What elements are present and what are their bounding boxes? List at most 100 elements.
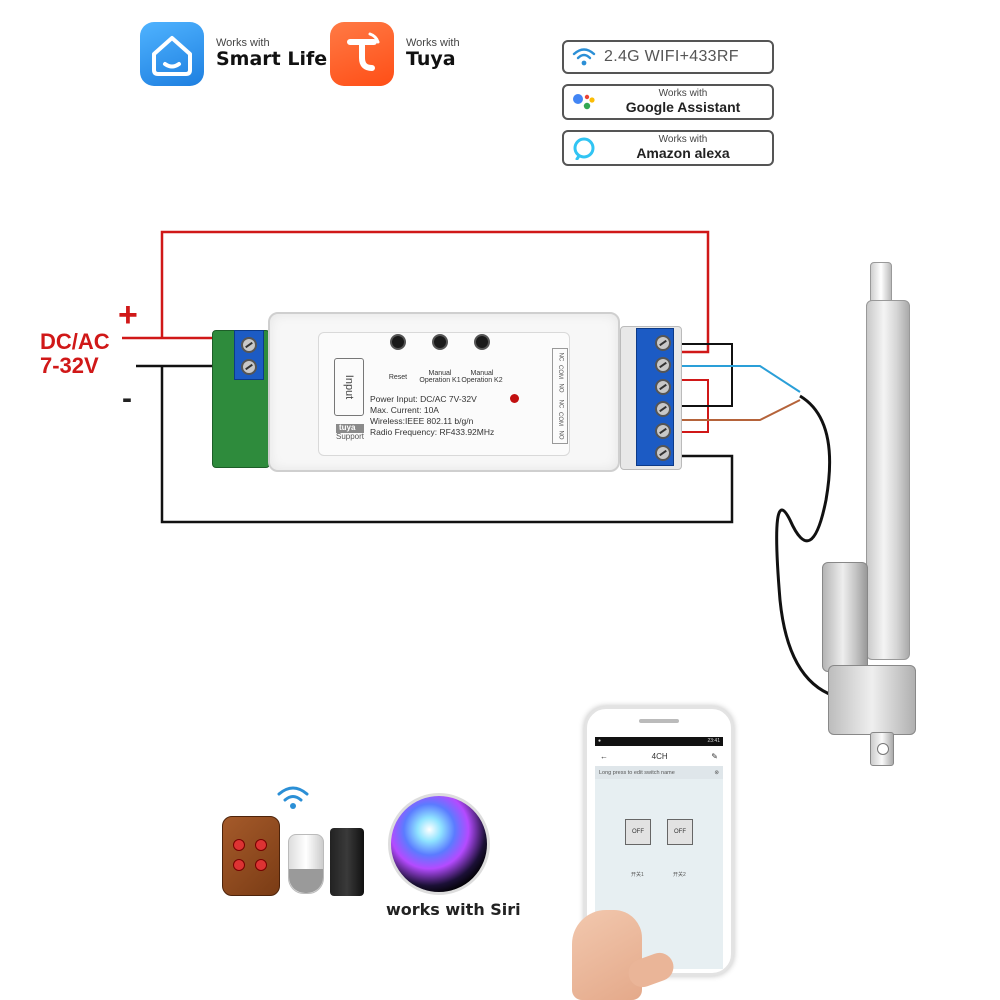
remote-button xyxy=(255,859,267,871)
status-led xyxy=(510,394,519,403)
terminal-label: COM xyxy=(557,365,563,380)
smart-life-works-with: Works with xyxy=(216,36,270,49)
input-terminal-block xyxy=(234,330,264,380)
tuya-works-with: Works with xyxy=(406,36,460,49)
wifi-rf-label: 2.4G WIFI+433RF xyxy=(604,48,739,65)
power-type: DC/AC xyxy=(40,329,110,354)
remote-button xyxy=(233,859,245,871)
reset-button[interactable] xyxy=(390,334,406,350)
input-screw-negative xyxy=(241,359,257,375)
actuator-brown-lead xyxy=(680,399,801,421)
switch-1-name: 开关1 xyxy=(631,872,644,878)
remote-button xyxy=(255,839,267,851)
black-jumper-1 xyxy=(680,343,733,407)
manual-k2-label: Manual Operation K2 xyxy=(461,370,503,385)
phone-speaker xyxy=(639,719,679,723)
manual-k2-button[interactable] xyxy=(474,334,490,350)
spec-line: Radio Frequency: RF433.92MHz xyxy=(370,427,495,438)
alexa-label: Amazon alexa xyxy=(636,144,730,161)
reset-label: Reset xyxy=(388,374,408,381)
manual-k1-button[interactable] xyxy=(432,334,448,350)
input-screw-positive xyxy=(241,337,257,353)
smartphone: ● 23:41 ← 4CH ✎ Long press to edit switc… xyxy=(584,706,734,976)
google-assistant-label: Google Assistant xyxy=(625,98,741,115)
alexa-icon xyxy=(564,132,604,164)
hand xyxy=(572,910,642,1000)
edit-icon[interactable]: ✎ xyxy=(711,751,718,761)
google-assistant-icon xyxy=(564,86,604,118)
positive-sign: + xyxy=(118,296,138,334)
google-assistant-pill: Works with Google Assistant xyxy=(562,84,774,120)
spec-line: Wireless:IEEE 802.11 b/g/n xyxy=(370,416,474,427)
relay-screw xyxy=(655,445,671,461)
hint-text: Long press to edit switch name xyxy=(599,769,675,776)
smart-life-badge: Works with Smart Life xyxy=(140,22,327,86)
relay-screw xyxy=(655,423,671,439)
siri-label: works with Siri xyxy=(386,900,521,919)
actuator-cable xyxy=(775,394,861,702)
black-wire-loop xyxy=(160,366,734,524)
relay-terminal-block xyxy=(636,328,674,466)
module-brand: tuya Support xyxy=(336,423,365,442)
input-label: Input xyxy=(343,374,355,400)
actuator-motor xyxy=(822,562,868,672)
google-home-speaker xyxy=(288,834,324,894)
module-panel xyxy=(318,332,570,456)
tuya-label: Tuya xyxy=(406,48,456,71)
brand-name: tuya xyxy=(336,423,365,433)
relay-screw xyxy=(655,401,671,417)
phone-app-bar: ← 4CH ✎ xyxy=(595,746,723,766)
input-tag: Input xyxy=(334,358,364,416)
status-time: 23:41 xyxy=(707,738,720,744)
status-left: ● xyxy=(598,738,602,744)
actuator-gearbox xyxy=(828,665,916,735)
switch-2-state: OFF xyxy=(674,829,686,835)
long-press-hint: Long press to edit switch name ⊗ xyxy=(595,766,723,779)
terminal-label: NO xyxy=(557,430,563,440)
switch-1-state: OFF xyxy=(632,829,644,835)
relay-screw xyxy=(655,379,671,395)
alexa-works-with: Works with xyxy=(658,134,708,146)
smart-life-label: Smart Life xyxy=(216,48,328,71)
actuator-tube xyxy=(866,300,910,660)
manual-k1-label: Manual Operation K1 xyxy=(419,370,461,385)
signal-wifi-icon xyxy=(277,786,309,809)
home-icon xyxy=(140,22,204,86)
wifi-rf-pill: 2.4G WIFI+433RF xyxy=(562,40,774,74)
close-icon[interactable]: ⊗ xyxy=(714,769,719,776)
actuator-mount xyxy=(870,732,894,766)
switch-2-button[interactable]: OFF xyxy=(667,819,693,845)
phone-status-bar: ● 23:41 xyxy=(595,737,723,746)
actuator-blue-lead xyxy=(680,365,801,393)
switch-2-name: 开关2 xyxy=(673,872,686,878)
terminal-label: NO xyxy=(557,383,563,393)
tuya-logo-icon xyxy=(330,22,394,86)
relay-screw xyxy=(655,335,671,351)
relay-controller-module: Input tuya Support Reset Manual Operatio… xyxy=(268,312,620,472)
google-works-with: Works with xyxy=(658,88,708,100)
power-range: 7-32V xyxy=(40,353,99,379)
negative-sign: - xyxy=(122,382,132,415)
spec-line: Power Input: DC/AC 7V-32V xyxy=(370,394,477,404)
back-icon[interactable]: ← xyxy=(600,751,608,761)
wifi-icon xyxy=(564,42,604,72)
rf-remote xyxy=(222,816,280,896)
terminal-label: NC xyxy=(556,352,563,362)
app-title: 4CH xyxy=(651,751,668,761)
tuya-badge: Works with Tuya xyxy=(330,22,460,86)
spec-block: Power Input: DC/AC 7V-32V Max. Current: … xyxy=(370,394,494,438)
remote-button xyxy=(233,839,245,851)
relay-screw xyxy=(655,357,671,373)
switch-1-button[interactable]: OFF xyxy=(625,819,651,845)
terminal-labels: NC COM NO NC COM NO xyxy=(552,348,568,444)
amazon-echo-speaker xyxy=(330,828,364,896)
spec-line: Max. Current: 10A xyxy=(370,405,439,416)
power-voltage-label: DC/AC 7-32V xyxy=(40,329,110,379)
terminal-label: COM xyxy=(557,412,563,427)
brand-sub: Support xyxy=(336,431,365,441)
terminal-label: NC xyxy=(556,399,563,409)
red-wire-loop xyxy=(160,230,710,354)
alexa-pill: Works with Amazon alexa xyxy=(562,130,774,166)
siri-icon xyxy=(388,793,490,895)
